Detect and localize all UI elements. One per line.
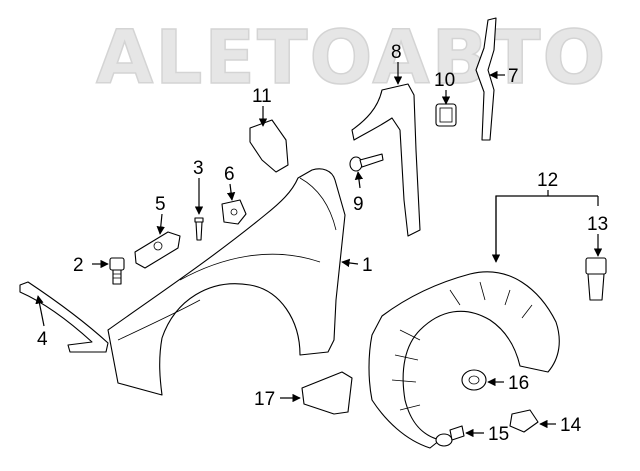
part-clip-10[interactable]	[435, 103, 457, 127]
part-block-11[interactable]	[249, 119, 289, 173]
part-bolt-2[interactable]	[109, 257, 125, 285]
leader-lines	[35, 62, 603, 438]
callout-10[interactable]: 10	[434, 70, 455, 91]
part-stud-3[interactable]	[194, 217, 204, 241]
part-nut-16[interactable]	[461, 369, 487, 391]
callout-1[interactable]: 1	[362, 255, 373, 276]
part-clip-14[interactable]	[509, 409, 539, 433]
callout-2[interactable]: 2	[73, 255, 84, 276]
callout-6[interactable]: 6	[224, 164, 235, 185]
part-bracket-7[interactable]	[475, 17, 497, 141]
watermark-logo: ALETOABTO	[96, 15, 607, 101]
callout-16[interactable]: 16	[508, 373, 529, 394]
callout-7[interactable]: 7	[508, 66, 519, 87]
leader-6	[226, 183, 236, 201]
part-bracket-17[interactable]	[301, 371, 353, 415]
callout-17[interactable]: 17	[254, 389, 275, 410]
part-seal-8[interactable]	[351, 83, 421, 237]
callout-3[interactable]: 3	[193, 158, 204, 179]
callout-12[interactable]: 12	[537, 170, 558, 191]
callout-13[interactable]: 13	[587, 214, 608, 235]
callout-14[interactable]: 14	[560, 415, 582, 436]
part-fender[interactable]	[107, 168, 346, 396]
part-screw-15[interactable]	[435, 425, 465, 447]
callout-5[interactable]: 5	[155, 194, 166, 215]
leader-4	[35, 295, 45, 327]
leader-12-bracket	[495, 195, 598, 256]
part-clip-13[interactable]	[585, 257, 607, 301]
part-bracket-5[interactable]	[134, 231, 181, 269]
leader-5	[156, 213, 165, 235]
part-bracket-4[interactable]	[19, 281, 109, 353]
part-clip-6[interactable]	[221, 199, 247, 225]
callout-labels: 1 2 3 4 5 6 7 8 9 10 11 12 13 14 15 16 1…	[37, 42, 608, 445]
callout-4[interactable]: 4	[37, 329, 48, 350]
callout-9[interactable]: 9	[353, 194, 364, 215]
part-wheel-liner[interactable]	[368, 271, 560, 449]
callout-11[interactable]: 11	[252, 86, 272, 107]
leader-9	[354, 171, 364, 189]
callout-15[interactable]: 15	[488, 424, 509, 445]
callout-8[interactable]: 8	[391, 42, 402, 63]
part-screw-9[interactable]	[349, 153, 384, 172]
leader-1	[341, 258, 359, 268]
